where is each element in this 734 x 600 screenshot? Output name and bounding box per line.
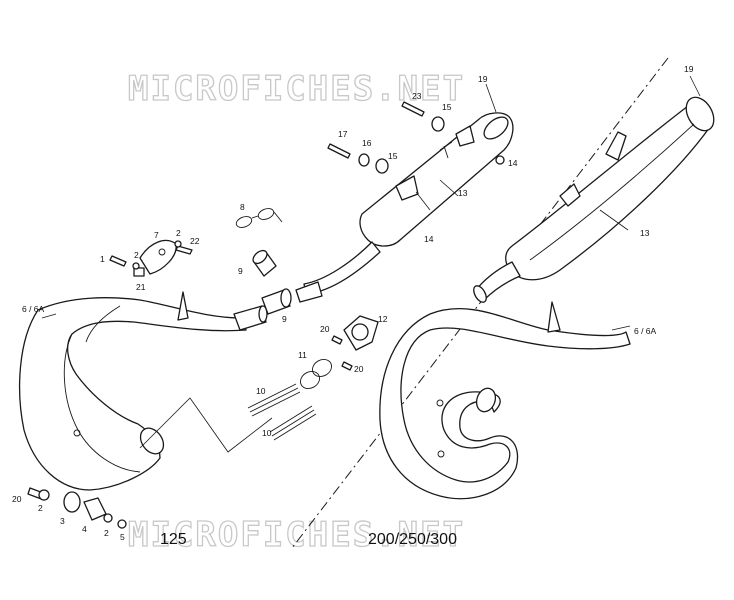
callout-13: 13	[640, 228, 650, 238]
callout-22: 22	[190, 236, 200, 246]
callout-3: 3	[60, 516, 65, 526]
callout-16: 16	[362, 138, 372, 148]
callout-15: 15	[388, 151, 398, 161]
leader-19b	[689, 75, 701, 97]
callout-20: 20	[320, 324, 330, 334]
model-label-200-250-300: 200/250/300	[368, 531, 457, 548]
callout-17: 17	[338, 129, 348, 139]
callout-23: 23	[412, 91, 422, 101]
callouts: 19 19 23 15 14 17 16 15 13 14 13 8 7 2 2…	[12, 64, 694, 542]
callout-10: 10	[256, 386, 266, 396]
leader-13b	[599, 209, 629, 231]
callout-15: 15	[442, 102, 452, 112]
rubber-sleeve-9-lower	[261, 288, 292, 315]
callout-2: 2	[104, 528, 109, 538]
spring-clip-8	[235, 208, 283, 228]
callout-8: 8	[240, 202, 245, 212]
gasket-11	[300, 359, 332, 389]
watermark-bottom: MICROFICHES.NET	[128, 515, 465, 555]
leader-14b	[415, 191, 431, 211]
springs-10	[247, 383, 317, 441]
callout-5: 5	[120, 532, 125, 542]
leader-6a	[41, 313, 57, 319]
callout-4: 4	[82, 524, 87, 534]
bolt-1	[109, 255, 140, 270]
callout-12: 12	[378, 314, 388, 324]
callout-6-6a: 6 / 6A	[22, 304, 45, 314]
leader-19a	[485, 83, 497, 113]
callout-14: 14	[424, 234, 434, 244]
callout-13: 13	[458, 188, 468, 198]
callout-20: 20	[354, 364, 364, 374]
spacer-16	[358, 153, 370, 167]
callout-9: 9	[282, 314, 287, 324]
bracket-7	[133, 239, 177, 277]
callout-1: 1	[100, 254, 105, 264]
screws-20	[331, 335, 353, 371]
callout-19: 19	[478, 74, 488, 84]
watermark-top: MICROFICHES.NET	[128, 69, 465, 109]
bolt-17	[327, 143, 351, 159]
callout-14: 14	[508, 158, 518, 168]
callout-6-6a: 6 / 6A	[634, 326, 657, 336]
callout-21: 21	[136, 282, 146, 292]
silencer-200-250-300	[473, 96, 715, 303]
flange-12	[343, 315, 379, 351]
bottom-mount-parts	[27, 487, 127, 529]
nut-14-upper	[495, 155, 505, 165]
model-separator-line	[291, 57, 669, 549]
expansion-chamber-125	[18, 291, 268, 491]
callout-19: 19	[684, 64, 694, 74]
callout-7: 7	[154, 230, 159, 240]
callout-10: 10	[262, 428, 272, 438]
callout-2: 2	[38, 503, 43, 513]
assembly-zigzag-line	[139, 397, 273, 453]
leader-6b	[611, 325, 631, 331]
leader-13a	[439, 179, 459, 197]
bolt-22	[174, 240, 193, 255]
callout-11: 11	[298, 350, 307, 360]
model-label-125: 125	[160, 531, 187, 548]
silencer-125	[295, 112, 514, 303]
grommet-15-upper	[431, 116, 445, 132]
callout-2: 2	[176, 228, 181, 238]
callout-9: 9	[238, 266, 243, 276]
grommet-15-lower	[375, 158, 389, 174]
expansion-chamber-200-250-300	[379, 301, 631, 500]
callout-20: 20	[12, 494, 22, 504]
rubber-sleeve-9-upper	[252, 249, 277, 277]
bolt-23	[401, 101, 425, 117]
callout-2: 2	[134, 250, 139, 260]
